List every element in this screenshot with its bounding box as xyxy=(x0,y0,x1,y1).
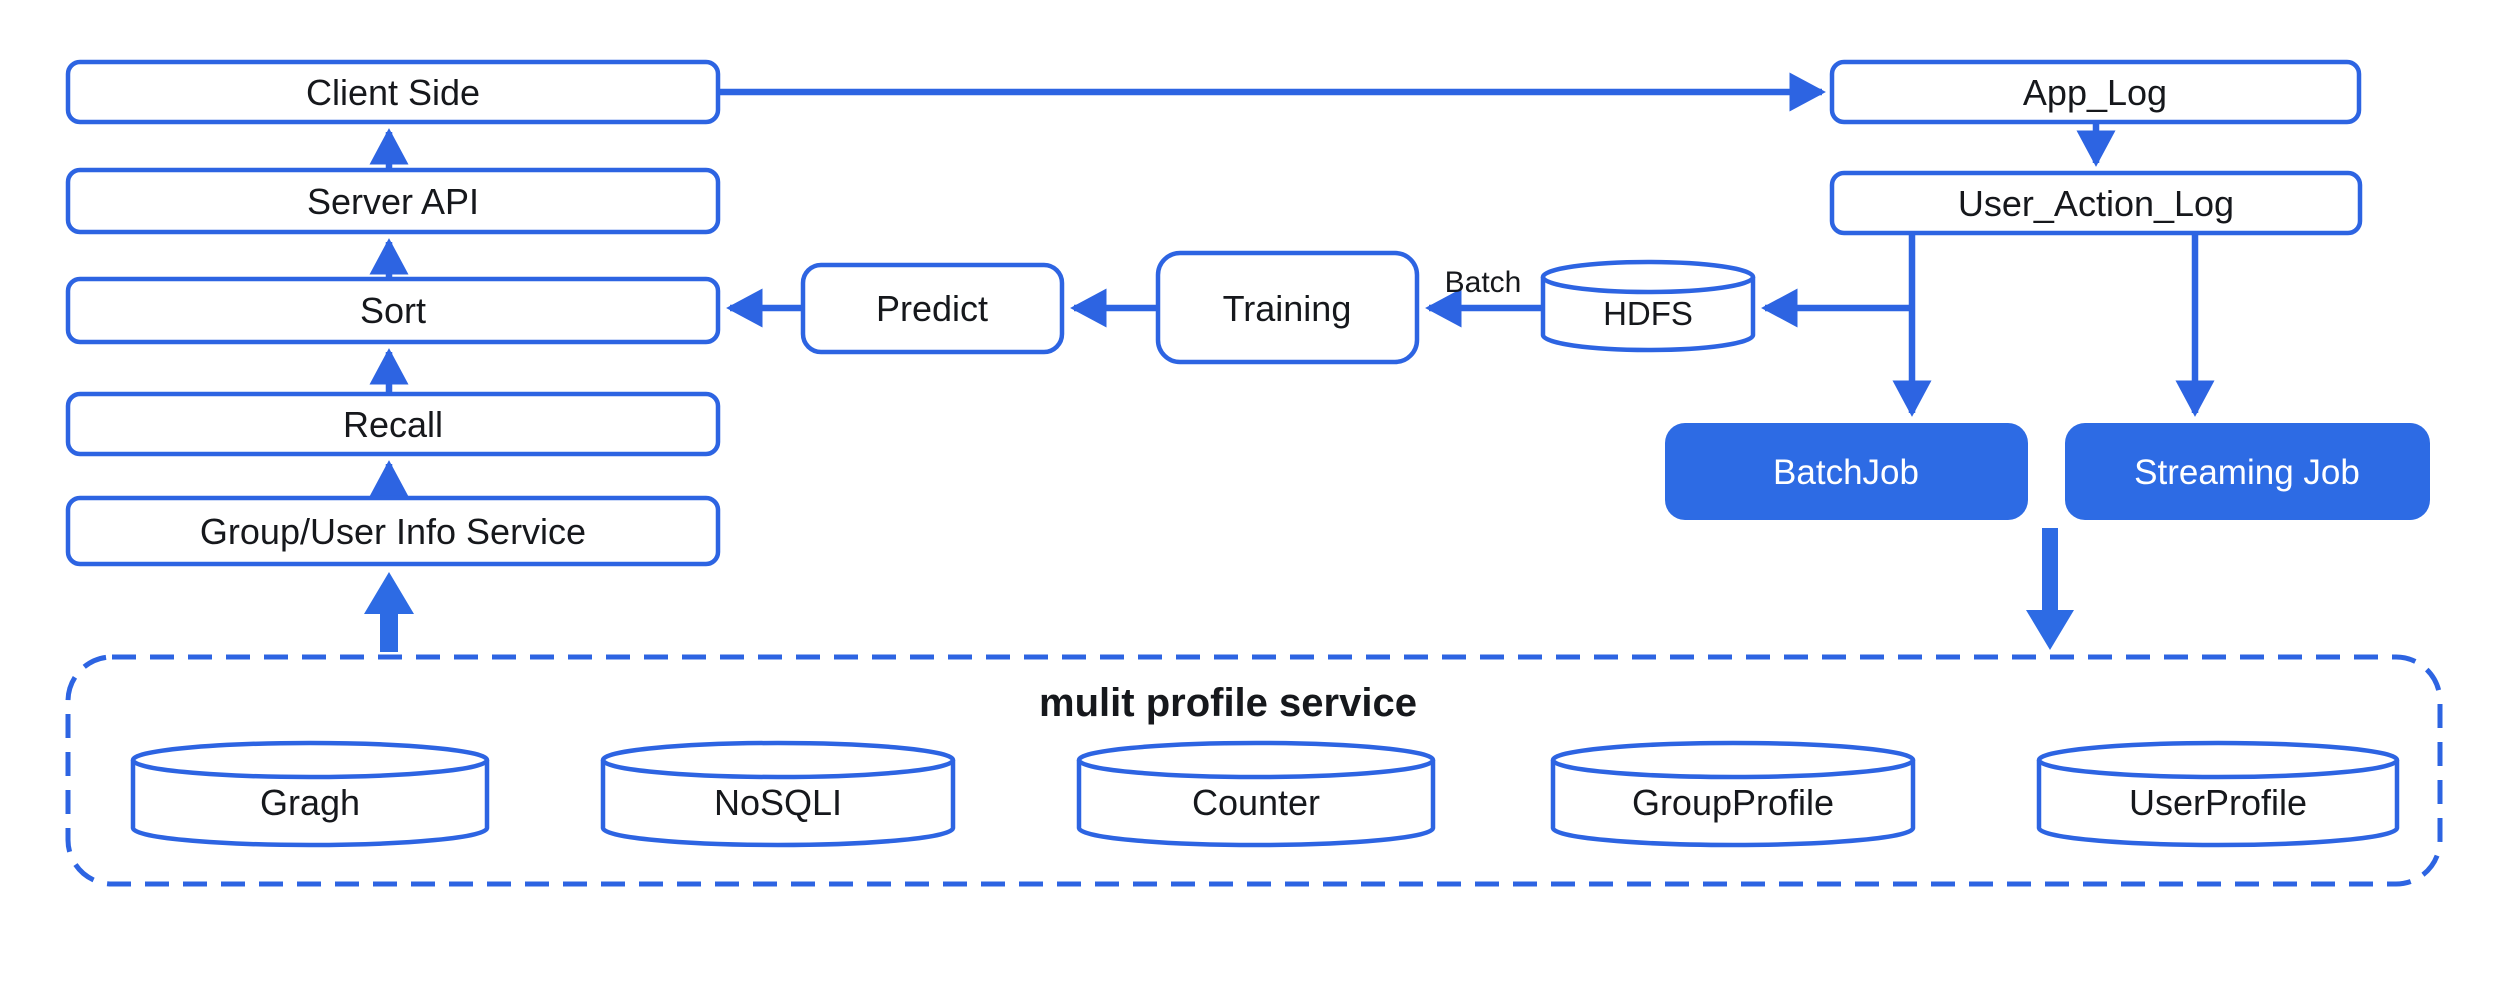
counter-cylinder-top xyxy=(1076,740,1436,780)
node-app-log: App_Log xyxy=(1829,59,2362,125)
thick-up-arrow-profile-to-groupuser xyxy=(364,572,414,652)
batch-job-label: BatchJob xyxy=(1773,453,1919,492)
node-user-profile: UserProfile xyxy=(2036,740,2400,848)
predict-box xyxy=(800,262,1065,355)
gragh-label: Gragh xyxy=(260,782,360,823)
node-hdfs: HDFS xyxy=(1540,259,1756,353)
group-profile-cylinder-body xyxy=(1550,760,1916,848)
recall-label: Recall xyxy=(343,404,443,445)
user-action-log-box xyxy=(1829,170,2363,236)
nosqli-cylinder-top xyxy=(600,740,956,780)
gragh-cylinder-body xyxy=(130,760,490,848)
client-side-label: Client Side xyxy=(306,72,480,113)
group-profile-label: GroupProfile xyxy=(1632,782,1834,823)
server-api-label: Server API xyxy=(307,181,479,222)
server-api-box xyxy=(65,167,721,235)
streaming-job-box xyxy=(2065,423,2430,520)
training-box xyxy=(1155,250,1420,365)
thick-down-arrow-jobs-to-profile xyxy=(2026,528,2074,650)
group-profile-cylinder-top xyxy=(1550,740,1916,780)
multi-profile-service-container xyxy=(65,654,2443,887)
node-client-side: Client Side xyxy=(65,59,721,125)
client-side-box xyxy=(65,59,721,125)
app-log-box xyxy=(1829,59,2362,125)
user-action-log-label: User_Action_Log xyxy=(1958,183,2234,224)
sort-box xyxy=(65,276,721,345)
sort-label: Sort xyxy=(360,290,426,331)
counter-cylinder-body xyxy=(1076,760,1436,848)
training-label: Training xyxy=(1223,288,1352,329)
nosqli-label: NoSQLI xyxy=(714,782,842,823)
hdfs-cylinder-body xyxy=(1540,277,1756,353)
edges xyxy=(369,72,2215,497)
predict-label: Predict xyxy=(876,288,988,329)
node-server-api: Server API xyxy=(65,167,721,235)
node-training: Training xyxy=(1155,250,1420,365)
container-title: mulit profile service xyxy=(1039,681,1417,725)
user-profile-cylinder-body xyxy=(2036,760,2400,848)
batch-job-box xyxy=(1665,423,2028,520)
group-user-info-label: Group/User Info Service xyxy=(200,511,586,552)
node-user-action-log: User_Action_Log xyxy=(1829,170,2363,236)
batch-edge-label: Batch xyxy=(1445,266,1522,299)
node-predict: Predict xyxy=(800,262,1065,355)
streaming-job-label: Streaming Job xyxy=(2134,453,2360,492)
counter-label: Counter xyxy=(1192,782,1320,823)
node-streaming-job: Streaming Job xyxy=(2065,423,2430,520)
gragh-cylinder-top xyxy=(130,740,490,780)
node-counter: Counter xyxy=(1076,740,1436,848)
hdfs-label: HDFS xyxy=(1603,295,1693,332)
node-group-user-info-service: Group/User Info Service xyxy=(65,495,721,567)
recall-box xyxy=(65,391,721,457)
user-profile-cylinder-top xyxy=(2036,740,2400,780)
node-batch-job: BatchJob xyxy=(1665,423,2028,520)
node-sort: Sort xyxy=(65,276,721,345)
hdfs-cylinder-top xyxy=(1540,259,1756,295)
group-user-info-box xyxy=(65,495,721,567)
user-profile-label: UserProfile xyxy=(2129,782,2307,823)
nosqli-cylinder-body xyxy=(600,760,956,848)
node-nosqli: NoSQLI xyxy=(600,740,956,848)
node-group-profile: GroupProfile xyxy=(1550,740,1916,848)
app-log-label: App_Log xyxy=(2023,72,2167,113)
node-gragh: Gragh xyxy=(130,740,490,848)
node-recall: Recall xyxy=(65,391,721,457)
